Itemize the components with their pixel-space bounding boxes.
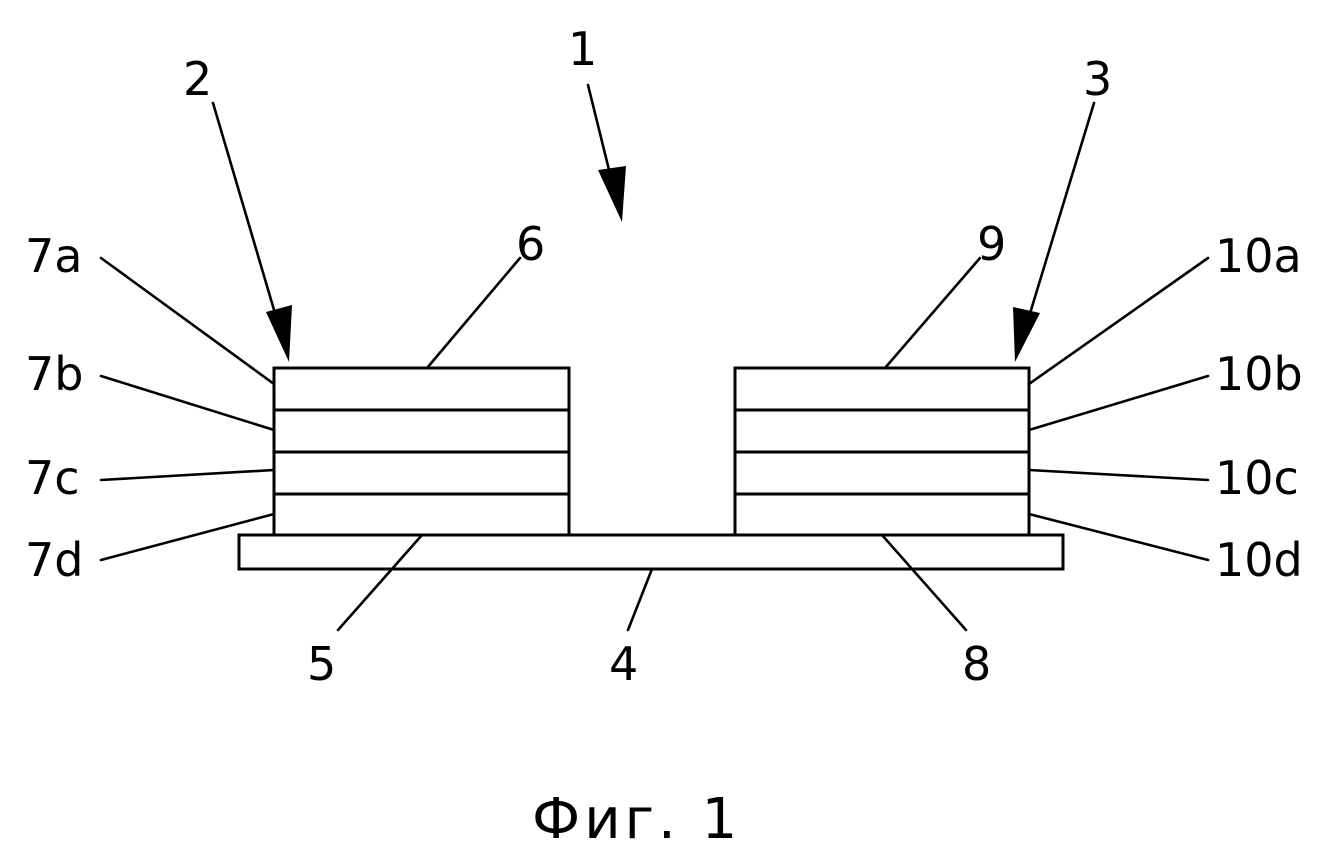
label-10b: 10b bbox=[1215, 347, 1303, 401]
arrow-2 bbox=[213, 103, 292, 362]
label-7d: 7d bbox=[25, 533, 83, 587]
leader-10b bbox=[1029, 376, 1208, 430]
leader-7a bbox=[101, 258, 274, 384]
label-6: 6 bbox=[516, 217, 545, 271]
label-7b: 7b bbox=[25, 347, 83, 401]
leader-7c bbox=[101, 470, 274, 480]
label-10d: 10d bbox=[1215, 533, 1303, 587]
label-10a: 10a bbox=[1215, 229, 1302, 283]
leader-9 bbox=[885, 258, 980, 368]
right-layer-10b bbox=[735, 410, 1029, 452]
right-layer-stack bbox=[735, 368, 1029, 535]
left-layer-7d bbox=[274, 494, 569, 535]
figure-caption: Фиг. 1 bbox=[532, 787, 741, 849]
left-layer-7b bbox=[274, 410, 569, 452]
label-9: 9 bbox=[977, 217, 1006, 271]
label-7a: 7a bbox=[25, 229, 82, 283]
right-layer-10d bbox=[735, 494, 1029, 535]
arrow-3 bbox=[1013, 103, 1094, 362]
label-8: 8 bbox=[962, 637, 991, 691]
arrow-1 bbox=[588, 85, 626, 222]
label-3: 3 bbox=[1083, 52, 1112, 106]
substrate bbox=[239, 535, 1063, 569]
label-4: 4 bbox=[609, 637, 638, 691]
left-layer-7c bbox=[274, 452, 569, 494]
label-5: 5 bbox=[307, 637, 336, 691]
right-layer-10c bbox=[735, 452, 1029, 494]
label-10c: 10c bbox=[1215, 451, 1299, 505]
right-layer-10a bbox=[735, 368, 1029, 410]
leader-6 bbox=[427, 258, 520, 368]
leader-10c bbox=[1029, 470, 1208, 480]
leader-7b bbox=[101, 376, 274, 430]
leader-10a bbox=[1029, 258, 1208, 384]
label-7c: 7c bbox=[25, 451, 80, 505]
left-layer-7a bbox=[274, 368, 569, 410]
left-layer-stack bbox=[274, 368, 569, 535]
leader-4 bbox=[628, 569, 652, 630]
label-2: 2 bbox=[183, 52, 212, 106]
label-1: 1 bbox=[568, 22, 597, 76]
